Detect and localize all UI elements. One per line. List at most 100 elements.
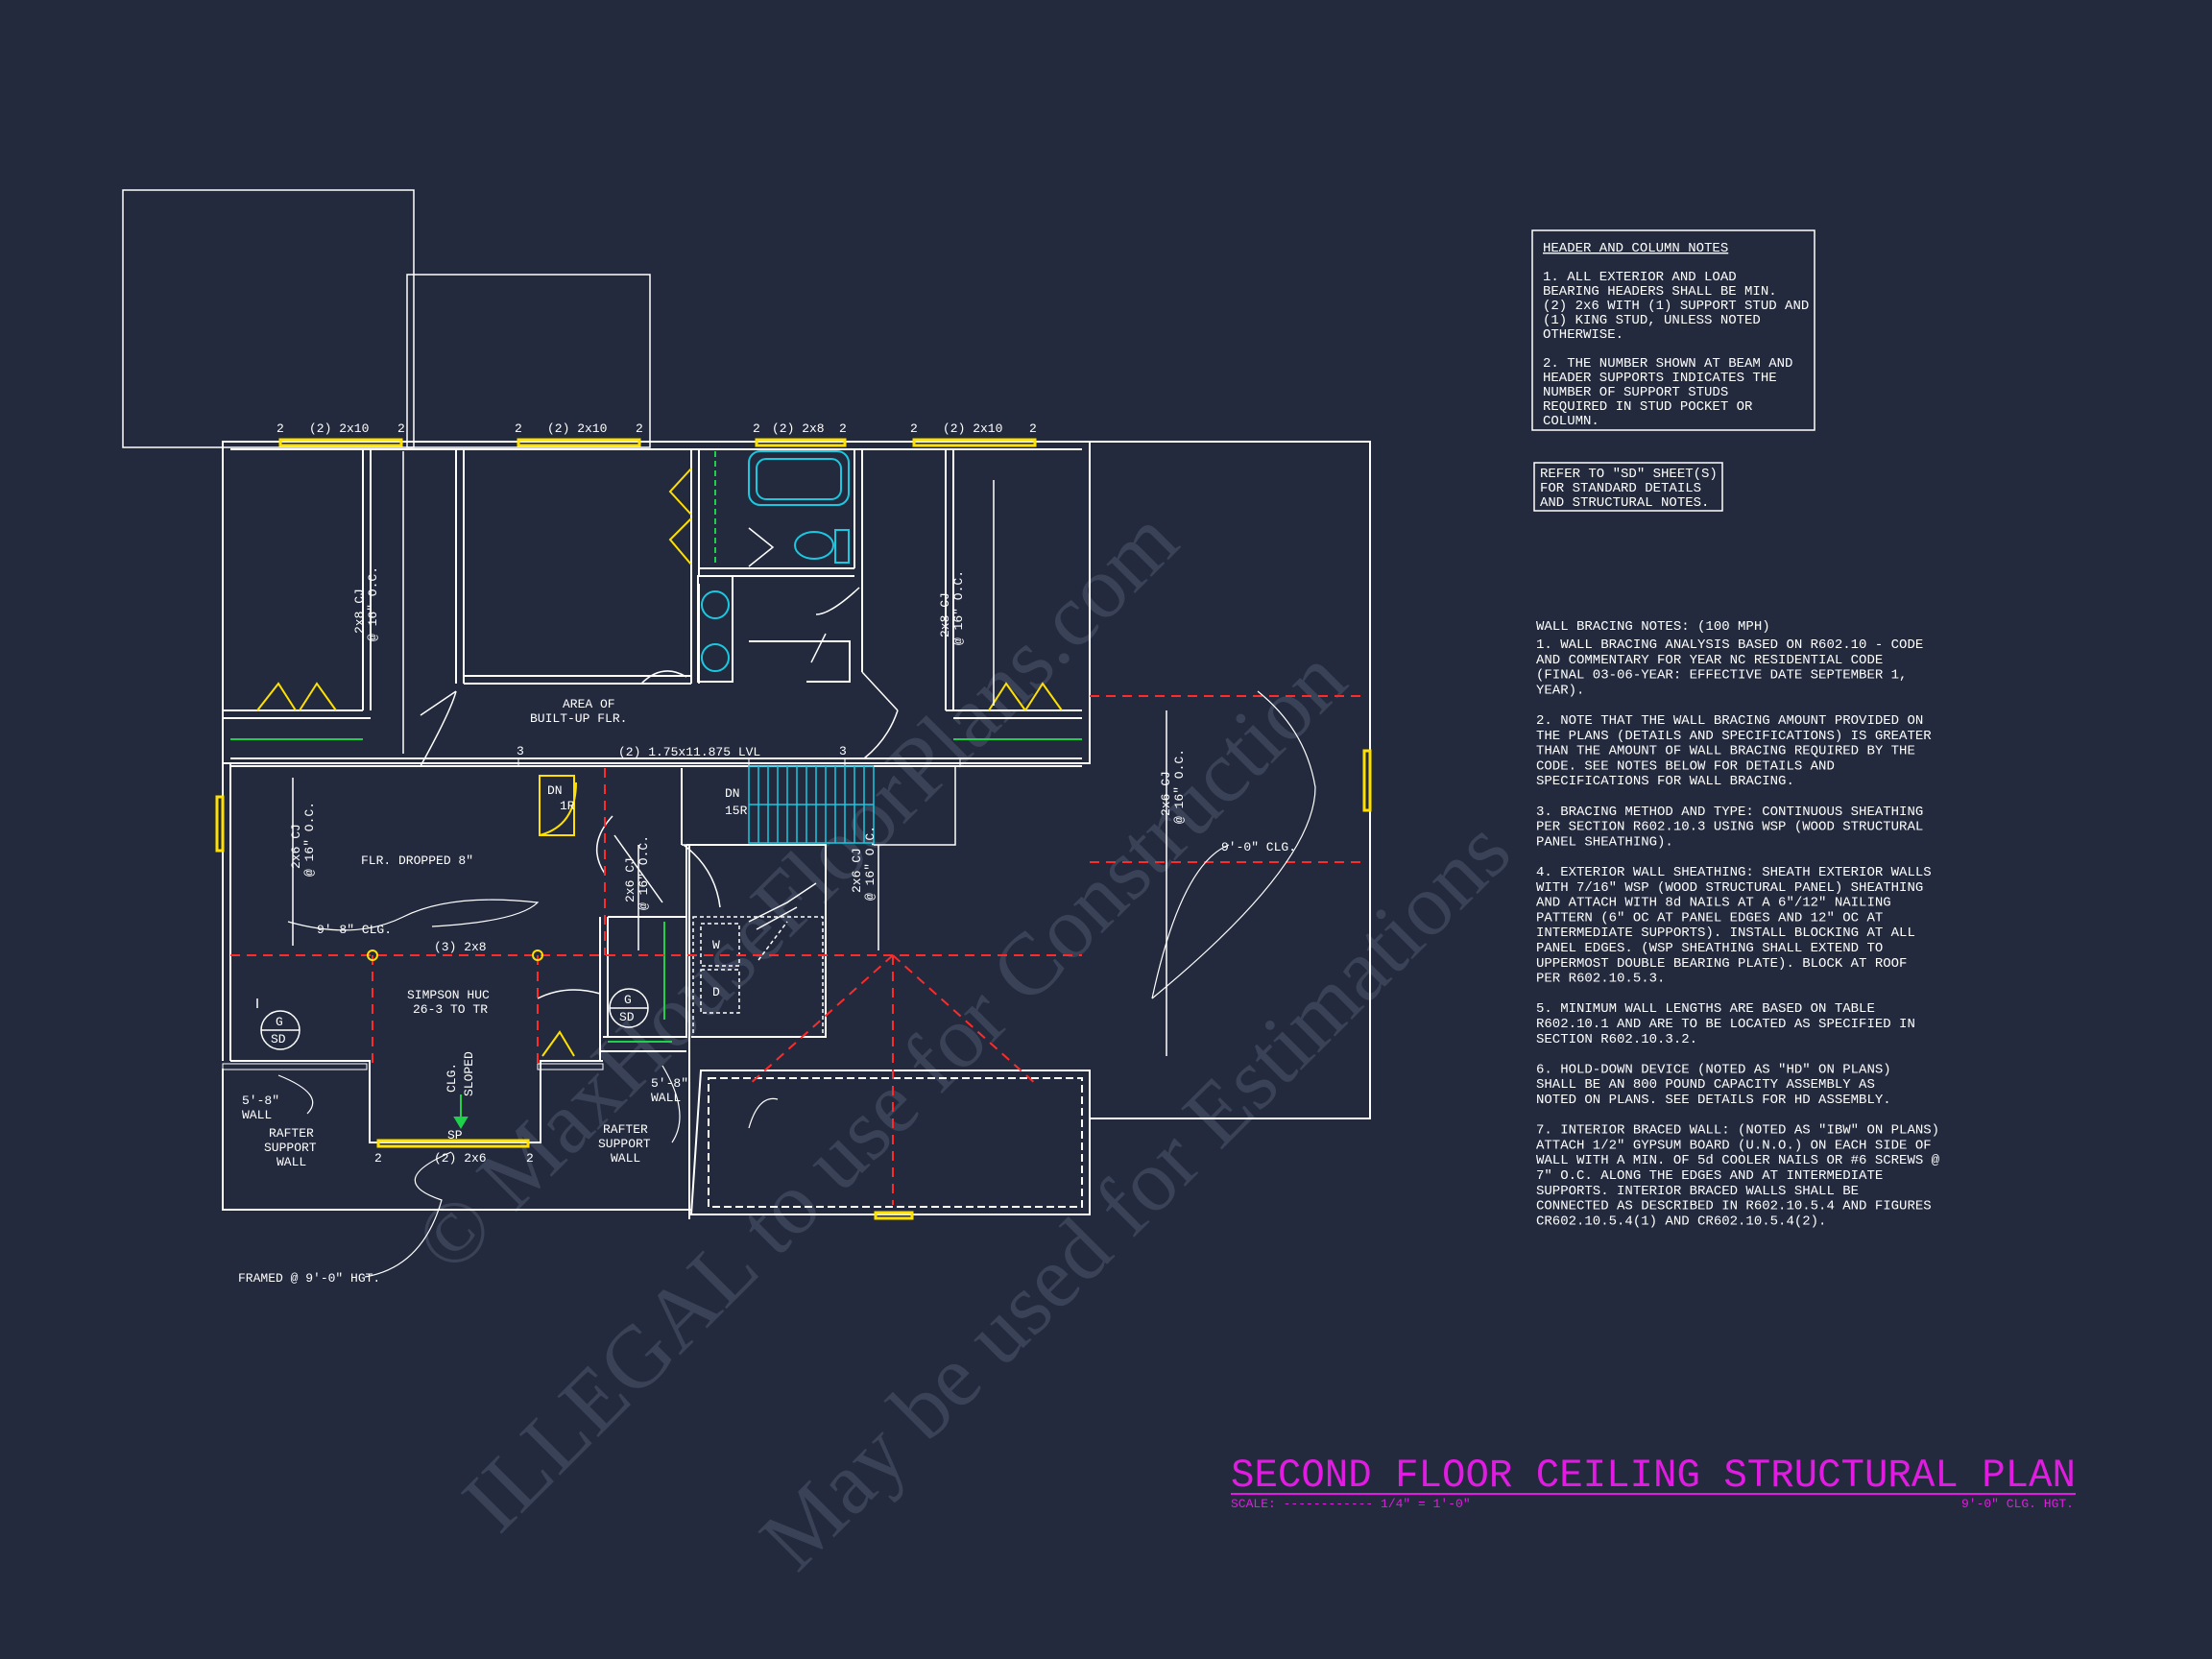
stud-count: 3 <box>839 744 847 758</box>
simpson-label: 26-3 TO TR <box>413 1002 488 1017</box>
plan-title-block: SECOND FLOOR CEILING STRUCTURAL PLAN SCA… <box>1231 1453 2076 1511</box>
stud-count: 2 <box>636 421 643 436</box>
joist-label: @ 16" O.C. <box>637 835 651 910</box>
wall-bracing-line: THE PLANS (DETAILS AND SPECIFICATIONS) I… <box>1536 729 1932 744</box>
wall-bracing-line: PER SECTION R602.10.3 USING WSP (WOOD ST… <box>1536 820 1923 835</box>
wall-bracing-line: 5. MINIMUM WALL LENGTHS ARE BASED ON TAB… <box>1536 1001 1875 1017</box>
built-up-label: BUILT-UP FLR. <box>530 711 627 726</box>
wall-bracing-line: THAN THE AMOUNT OF WALL BRACING REQUIRED… <box>1536 744 1915 759</box>
sd-g-label: G <box>276 1015 283 1029</box>
header-label: (2) 2x10 <box>943 421 1002 436</box>
wall-bracing-line: CODE. SEE NOTES BELOW FOR DETAILS AND <box>1536 758 1835 774</box>
plan-height: 9'-0" CLG. HGT. <box>1961 1497 2074 1511</box>
stud-count: 2 <box>397 421 405 436</box>
stair-risers-label: 15R <box>725 804 748 818</box>
wall-bracing-title: WALL BRACING NOTES: (100 MPH) <box>1536 619 1770 635</box>
joist-label: @ 16" O.C. <box>302 802 317 877</box>
stud-count: 2 <box>839 421 847 436</box>
header-note-line: BEARING HEADERS SHALL BE MIN. <box>1543 284 1777 300</box>
rafter-label: RAFTER <box>603 1122 648 1137</box>
beams <box>230 695 1363 1205</box>
joist-label: @ 16" O.C. <box>1172 749 1187 824</box>
door-swings <box>420 527 899 999</box>
refer-note-line: AND STRUCTURAL NOTES. <box>1540 495 1709 511</box>
stud-count: 3 <box>517 744 524 758</box>
header-mark <box>1362 749 1372 812</box>
stud-count: 2 <box>910 421 918 436</box>
wall-bracing-line: PANEL SHEATHING). <box>1536 834 1673 850</box>
dn-label: 1R <box>560 799 575 813</box>
bath-fixtures <box>697 450 850 683</box>
joist-label: @ 16" O.C. <box>366 566 380 641</box>
joist-label: 2x8 CJ <box>352 589 367 634</box>
stairs <box>748 765 875 844</box>
leaders <box>277 690 1316 1278</box>
joist-arrows <box>292 451 1167 1056</box>
refer-note-box: REFER TO "SD" SHEET(S)FOR STANDARD DETAI… <box>1533 462 1723 512</box>
closet-door <box>539 775 577 836</box>
header-label: (2) 2x6 <box>434 1151 487 1166</box>
wall-bracing-notes: WALL BRACING NOTES: (100 MPH) 1. WALL BR… <box>1536 619 1940 1229</box>
stud-count: 2 <box>515 421 522 436</box>
lvl-label: (2) 1.75x11.875 LVL <box>618 745 760 759</box>
rafter-label: SUPPORT <box>598 1137 651 1151</box>
shelving <box>230 451 1082 1043</box>
sd-label: SD <box>271 1032 286 1046</box>
wall-bracing-line: 3. BRACING METHOD AND TYPE: CONTINUOUS S… <box>1536 805 1923 820</box>
joist-label: 2x6 CJ <box>1159 771 1173 816</box>
header-label: (2) 2x8 <box>772 421 825 436</box>
joist-label: @ 16" O.C. <box>951 570 966 645</box>
header-mark <box>755 438 847 447</box>
joist-label: 2x6 CJ <box>623 857 637 902</box>
joist-label: 2x6 CJ <box>850 848 864 893</box>
plan-title: SECOND FLOOR CEILING STRUCTURAL PLAN <box>1231 1453 2076 1499</box>
rafter-label: WALL <box>276 1155 306 1169</box>
wall-bracing-line: AND ATTACH WITH 8d NAILS AT A 6"/12" NAI… <box>1536 896 1891 911</box>
sloped-label: SLOPED <box>462 1051 476 1096</box>
header-mark <box>278 438 403 447</box>
doors <box>256 468 1063 1057</box>
wall-bracing-line: UPPERMOST DOUBLE BEARING PLATE). BLOCK A… <box>1536 956 1907 972</box>
header-mark <box>215 795 225 853</box>
rafter-label: WALL <box>611 1151 640 1166</box>
joist-label: 2x6 CJ <box>289 824 303 869</box>
wall-bracing-line: SUPPORTS. INTERIOR BRACED WALLS SHALL BE <box>1536 1184 1859 1199</box>
sp-label: SP <box>447 1128 463 1142</box>
wall-bracing-line: 6. HOLD-DOWN DEVICE (NOTED AS "HD" ON PL… <box>1536 1062 1891 1077</box>
header-label: (2) 2x10 <box>547 421 607 436</box>
sd-label: SD <box>619 1010 635 1024</box>
header-mark <box>912 438 1037 447</box>
wall-bracing-line: INTERMEDIATE SUPPORTS). INSTALL BLOCKING… <box>1536 926 1915 941</box>
header-label: (2) 2x10 <box>309 421 369 436</box>
wall-bracing-line: PATTERN (6" OC AT PANEL EDGES AND 12" OC… <box>1536 910 1883 926</box>
header-notes-title: HEADER AND COLUMN NOTES <box>1543 241 1728 256</box>
header-mark <box>517 438 641 447</box>
header-mark <box>874 1211 914 1220</box>
wall-bracing-line: 7. INTERIOR BRACED WALL: (NOTED AS "IBW"… <box>1536 1123 1939 1139</box>
wall-bracing-line: WITH 7/16" WSP (WOOD STRUCTURAL PANEL) S… <box>1536 880 1923 896</box>
wall-height-label: WALL <box>651 1091 681 1105</box>
joist-label: @ 16" O.C. <box>863 826 878 901</box>
clg-label: CLG. <box>445 1063 459 1093</box>
joist-label: 2x8 CJ <box>938 592 952 637</box>
wall-bracing-line: 1. WALL BRACING ANALYSIS BASED ON R602.1… <box>1536 637 1923 653</box>
stud-count: 2 <box>374 1151 382 1166</box>
wall-bracing-line: AND COMMENTARY FOR YEAR NC RESIDENTIAL C… <box>1536 653 1883 668</box>
simpson-label: SIMPSON HUC <box>407 988 490 1002</box>
washer-label: W <box>712 938 720 952</box>
watermark: © MaxHouseFloorPlans.com ILLEGAL to use … <box>396 491 1528 1588</box>
rafter-label: SUPPORT <box>264 1141 317 1155</box>
wall-bracing-line: PER R602.10.5.3. <box>1536 972 1665 987</box>
header-note-line: (2) 2x6 WITH (1) SUPPORT STUD AND <box>1543 299 1809 314</box>
wall-bracing-line: SPECIFICATIONS FOR WALL BRACING. <box>1536 774 1794 789</box>
wall-bracing-line: 2. NOTE THAT THE WALL BRACING AMOUNT PRO… <box>1536 713 1923 729</box>
wall-bracing-line: CR602.10.5.4(1) AND CR602.10.5.4(2). <box>1536 1214 1826 1229</box>
refer-note-line: REFER TO "SD" SHEET(S) <box>1540 467 1718 482</box>
rafter-label: RAFTER <box>269 1126 314 1141</box>
framed-label: FRAMED @ 9'-0" HGT. <box>238 1271 380 1286</box>
sloped-arrow <box>453 1094 469 1129</box>
header-note-line: OTHERWISE. <box>1543 327 1623 343</box>
wall-bracing-line: SHALL BE AN 800 POUND CAPACITY ASSEMBLY … <box>1536 1077 1875 1093</box>
header-note-line: HEADER SUPPORTS INDICATES THE <box>1543 371 1777 386</box>
wall-bracing-line: 7" O.C. ALONG THE EDGES AND AT INTERMEDI… <box>1536 1168 1883 1184</box>
